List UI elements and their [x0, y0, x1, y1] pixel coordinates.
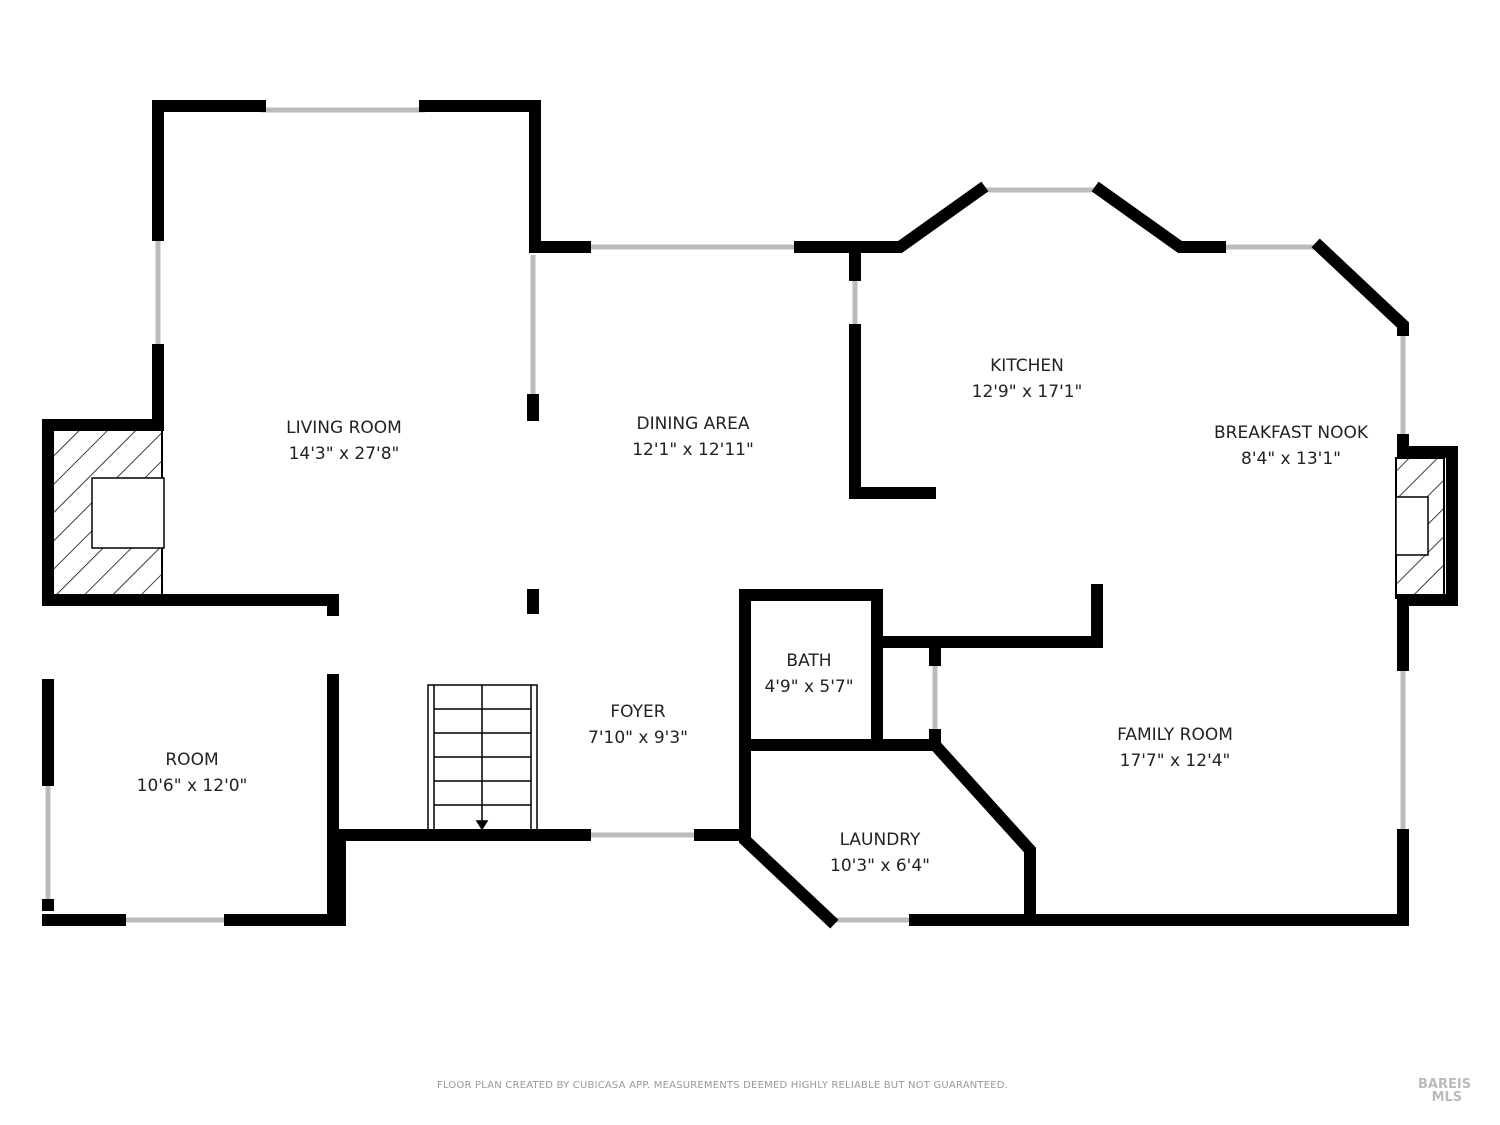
bareis-mls-logo: BAREIS MLS — [1418, 1077, 1472, 1105]
fireplace-right — [1395, 457, 1445, 599]
room-label-living-room: LIVING ROOM 14'3" x 27'8" — [286, 415, 402, 467]
room-dims: 10'6" x 12'0" — [136, 776, 248, 796]
room-label-breakfast-nook: BREAKFAST NOOK 8'4" x 13'1" — [1214, 420, 1368, 472]
room-label-laundry: LAUNDRY 10'3" x 6'4" — [830, 827, 930, 879]
room-dims: 17'7" x 12'4" — [1119, 751, 1231, 771]
room-label-kitchen: KITCHEN 12'9" x 17'1" — [972, 353, 1083, 405]
fireplace-left — [49, 426, 165, 596]
room-dims: 12'1" x 12'11" — [632, 440, 754, 460]
room-name: FOYER — [610, 702, 666, 722]
room-label-room: ROOM 10'6" x 12'0" — [137, 747, 248, 799]
disclaimer-footer: FLOOR PLAN CREATED BY CUBICASA APP. MEAS… — [437, 1080, 1009, 1091]
room-dims: 12'9" x 17'1" — [971, 382, 1083, 402]
room-name: BREAKFAST NOOK — [1213, 423, 1369, 443]
room-dims: 7'10" x 9'3" — [588, 728, 688, 748]
room-name: LIVING ROOM — [286, 418, 402, 438]
room-dims: 4'9" x 5'7" — [764, 677, 854, 697]
walls — [42, 100, 1458, 929]
room-name: FAMILY ROOM — [1117, 725, 1233, 745]
room-name: ROOM — [165, 750, 219, 770]
room-dims: 8'4" x 13'1" — [1241, 449, 1341, 469]
room-name: DINING AREA — [636, 414, 750, 434]
room-dims: 10'3" x 6'4" — [830, 856, 930, 876]
room-label-bath: BATH 4'9" x 5'7" — [764, 648, 853, 700]
room-dims: 14'3" x 27'8" — [288, 444, 400, 464]
room-label-foyer: FOYER 7'10" x 9'3" — [588, 699, 688, 751]
windows — [45, 107, 1406, 923]
room-name: BATH — [786, 651, 832, 671]
staircase — [427, 684, 538, 831]
room-label-family-room: FAMILY ROOM 17'7" x 12'4" — [1117, 722, 1233, 774]
room-name: KITCHEN — [990, 356, 1064, 376]
room-name: LAUNDRY — [839, 830, 921, 850]
room-label-dining-area: DINING AREA 12'1" x 12'11" — [632, 411, 754, 463]
